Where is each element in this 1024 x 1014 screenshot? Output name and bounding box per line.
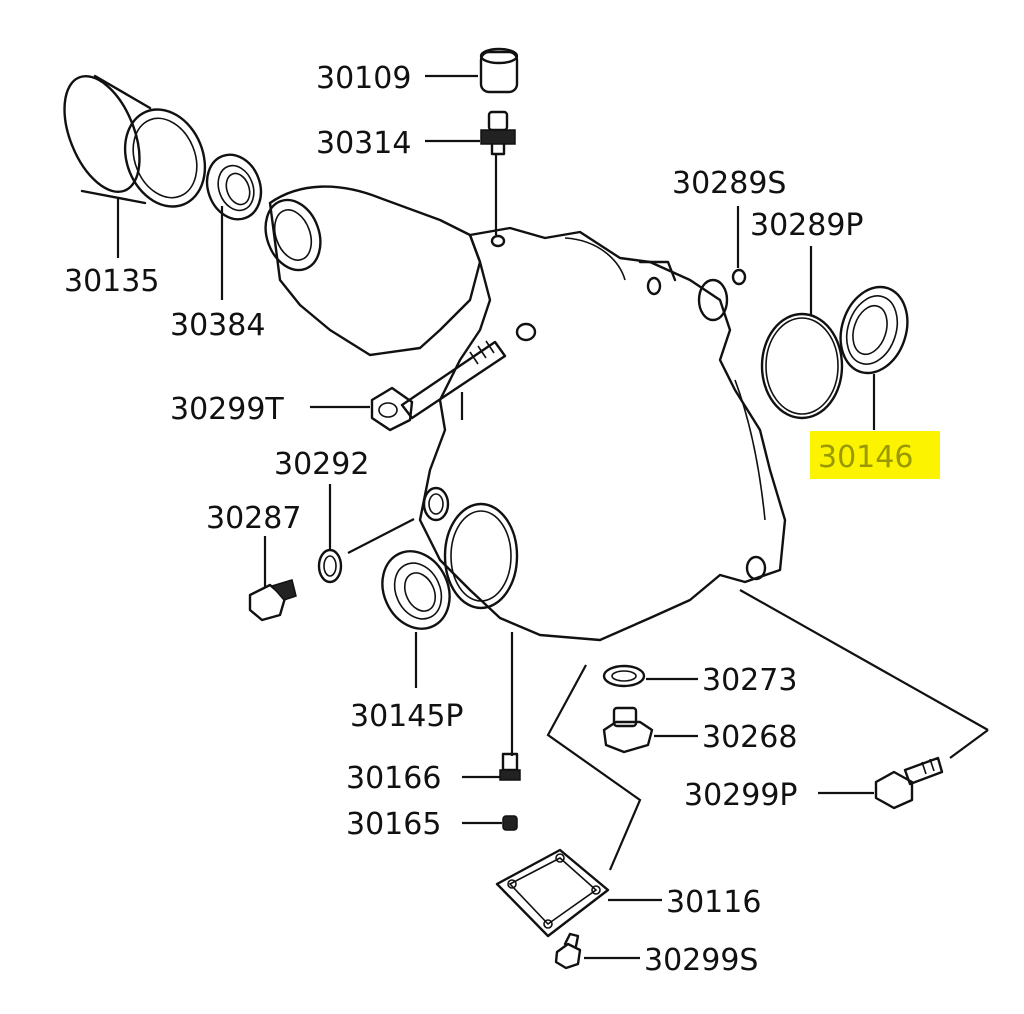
part-labels: 30109 30314 30135 30384 30289S 30289P 30… — [64, 61, 913, 978]
label-30292[interactable]: 30292 — [274, 447, 369, 482]
part-30165-nipple — [502, 815, 518, 831]
part-30289S-oring — [731, 268, 747, 286]
part-30299P-bolt — [874, 756, 944, 810]
label-30145P[interactable]: 30145P — [350, 699, 464, 734]
part-housing — [264, 185, 787, 642]
part-30116-cover — [495, 848, 610, 938]
label-30299S[interactable]: 30299S — [644, 943, 758, 978]
label-30165[interactable]: 30165 — [346, 807, 441, 842]
label-30109[interactable]: 30109 — [316, 61, 411, 96]
highlight-30146 — [810, 431, 940, 479]
part-30109-cap — [479, 47, 519, 94]
label-30116[interactable]: 30116 — [666, 885, 761, 920]
label-30287[interactable]: 30287 — [206, 501, 301, 536]
part-30287-plug — [248, 579, 297, 622]
label-30299P[interactable]: 30299P — [684, 778, 798, 813]
part-30314-breather — [480, 110, 516, 156]
part-30384-seal — [205, 153, 263, 221]
label-30268[interactable]: 30268 — [702, 720, 797, 755]
leader-lines — [116, 74, 989, 960]
part-30135-sleeve — [63, 74, 207, 208]
label-30384[interactable]: 30384 — [170, 308, 265, 343]
part-30292-washer — [317, 548, 343, 584]
label-30299T[interactable]: 30299T — [170, 392, 284, 427]
part-30273-washer — [602, 664, 646, 688]
part-30289P-oring — [760, 312, 844, 420]
part-30146-seal — [839, 285, 909, 375]
label-30289S[interactable]: 30289S — [672, 166, 786, 201]
label-30166[interactable]: 30166 — [346, 761, 441, 796]
part-30145P-seal — [381, 550, 451, 630]
label-30135[interactable]: 30135 — [64, 264, 159, 299]
label-30314[interactable]: 30314 — [316, 126, 411, 161]
part-30166-fitting — [499, 752, 521, 781]
label-30289P[interactable]: 30289P — [750, 208, 864, 243]
part-30299T-bolt — [370, 340, 507, 432]
label-30146[interactable]: 30146 — [818, 440, 913, 475]
part-30268-plug — [602, 706, 654, 754]
part-30299S-bolt — [554, 932, 582, 970]
label-30273[interactable]: 30273 — [702, 663, 797, 698]
